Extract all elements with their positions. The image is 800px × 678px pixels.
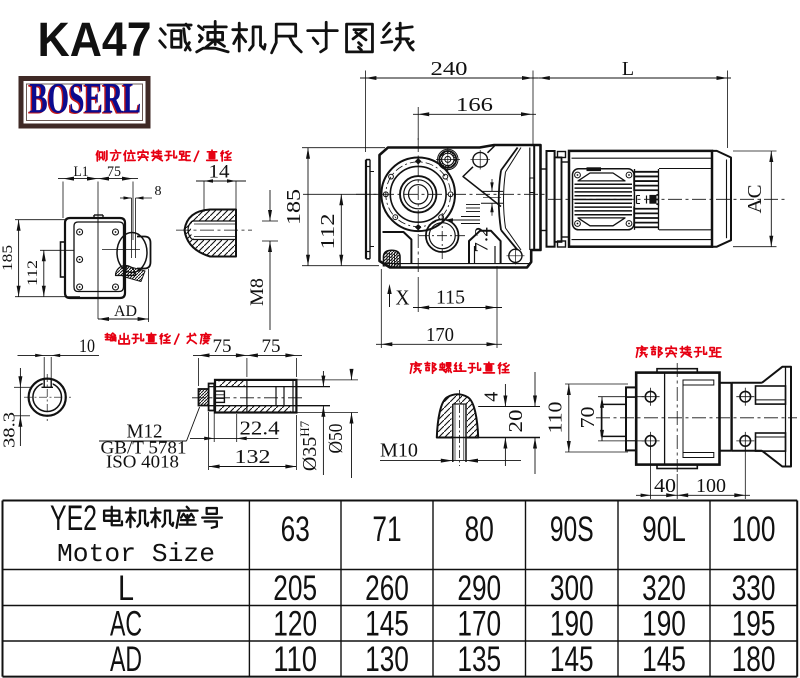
svg-text:75: 75 [262,336,281,357]
svg-text:205: 205 [273,569,317,608]
svg-text:BOSERL: BOSERL [29,76,141,123]
svg-text:L: L [118,569,134,608]
svg-text:AD: AD [110,640,142,678]
svg-text:135: 135 [457,640,501,678]
svg-text:100: 100 [696,475,726,497]
svg-text:75: 75 [107,164,121,180]
svg-text:260: 260 [365,569,409,608]
svg-text:M10: M10 [380,440,418,462]
svg-text:4: 4 [481,392,503,402]
svg-text:195: 195 [732,605,776,644]
svg-text:22.4: 22.4 [240,418,280,440]
svg-text:115: 115 [436,287,465,309]
svg-text:GB/T 5781: GB/T 5781 [101,438,187,458]
svg-text:M12: M12 [127,421,163,443]
svg-text:145: 145 [365,605,409,644]
svg-text:14: 14 [209,162,231,183]
svg-text:L: L [622,58,634,80]
svg-text:180: 180 [732,640,776,678]
svg-text:ISO 4018: ISO 4018 [106,452,179,472]
svg-text:240: 240 [431,58,468,80]
svg-text:8: 8 [155,184,162,199]
svg-text:90S: 90S [550,510,594,549]
svg-text:AC: AC [744,185,766,214]
svg-text:100: 100 [732,510,776,549]
svg-text:112: 112 [317,214,339,250]
svg-text:71: 71 [372,510,401,549]
svg-text:145: 145 [642,640,686,678]
svg-text:63: 63 [281,510,310,549]
svg-text:90L: 90L [642,510,686,549]
svg-text:190: 190 [550,605,594,644]
svg-text:185: 185 [0,245,16,271]
svg-text:AD: AD [114,303,137,320]
svg-text:290: 290 [457,569,501,608]
svg-text:70: 70 [577,407,599,429]
svg-text:Ø50: Ø50 [325,424,347,454]
svg-text:10: 10 [79,336,95,357]
svg-text:120: 120 [273,605,317,644]
svg-text:170: 170 [457,605,501,644]
svg-text:75: 75 [213,336,232,357]
svg-text:Motor Size: Motor Size [57,539,215,569]
svg-text:BOSERL: BOSERL [28,76,140,123]
svg-text:112: 112 [25,260,41,286]
svg-text:166: 166 [456,94,493,116]
svg-text:145: 145 [550,640,594,678]
svg-text:M8: M8 [247,278,268,306]
svg-text:110: 110 [545,402,567,434]
svg-text:185: 185 [283,189,305,225]
svg-text:40: 40 [654,475,676,497]
svg-text:KA47: KA47 [38,14,152,67]
svg-text:130: 130 [365,640,409,678]
svg-text:300: 300 [550,569,594,608]
svg-text:L1: L1 [74,164,89,180]
svg-text:110: 110 [273,640,317,678]
svg-text:330: 330 [732,569,776,608]
svg-text:X: X [396,286,410,310]
svg-text:YE2: YE2 [50,499,97,538]
svg-text:320: 320 [642,569,686,608]
svg-text:170: 170 [426,324,454,346]
svg-text:190: 190 [642,605,686,644]
svg-text:132: 132 [235,446,271,468]
svg-text:AC: AC [110,605,142,644]
svg-text:38.3: 38.3 [0,412,19,448]
svg-text:20: 20 [505,410,527,433]
svg-text:80: 80 [465,510,494,549]
